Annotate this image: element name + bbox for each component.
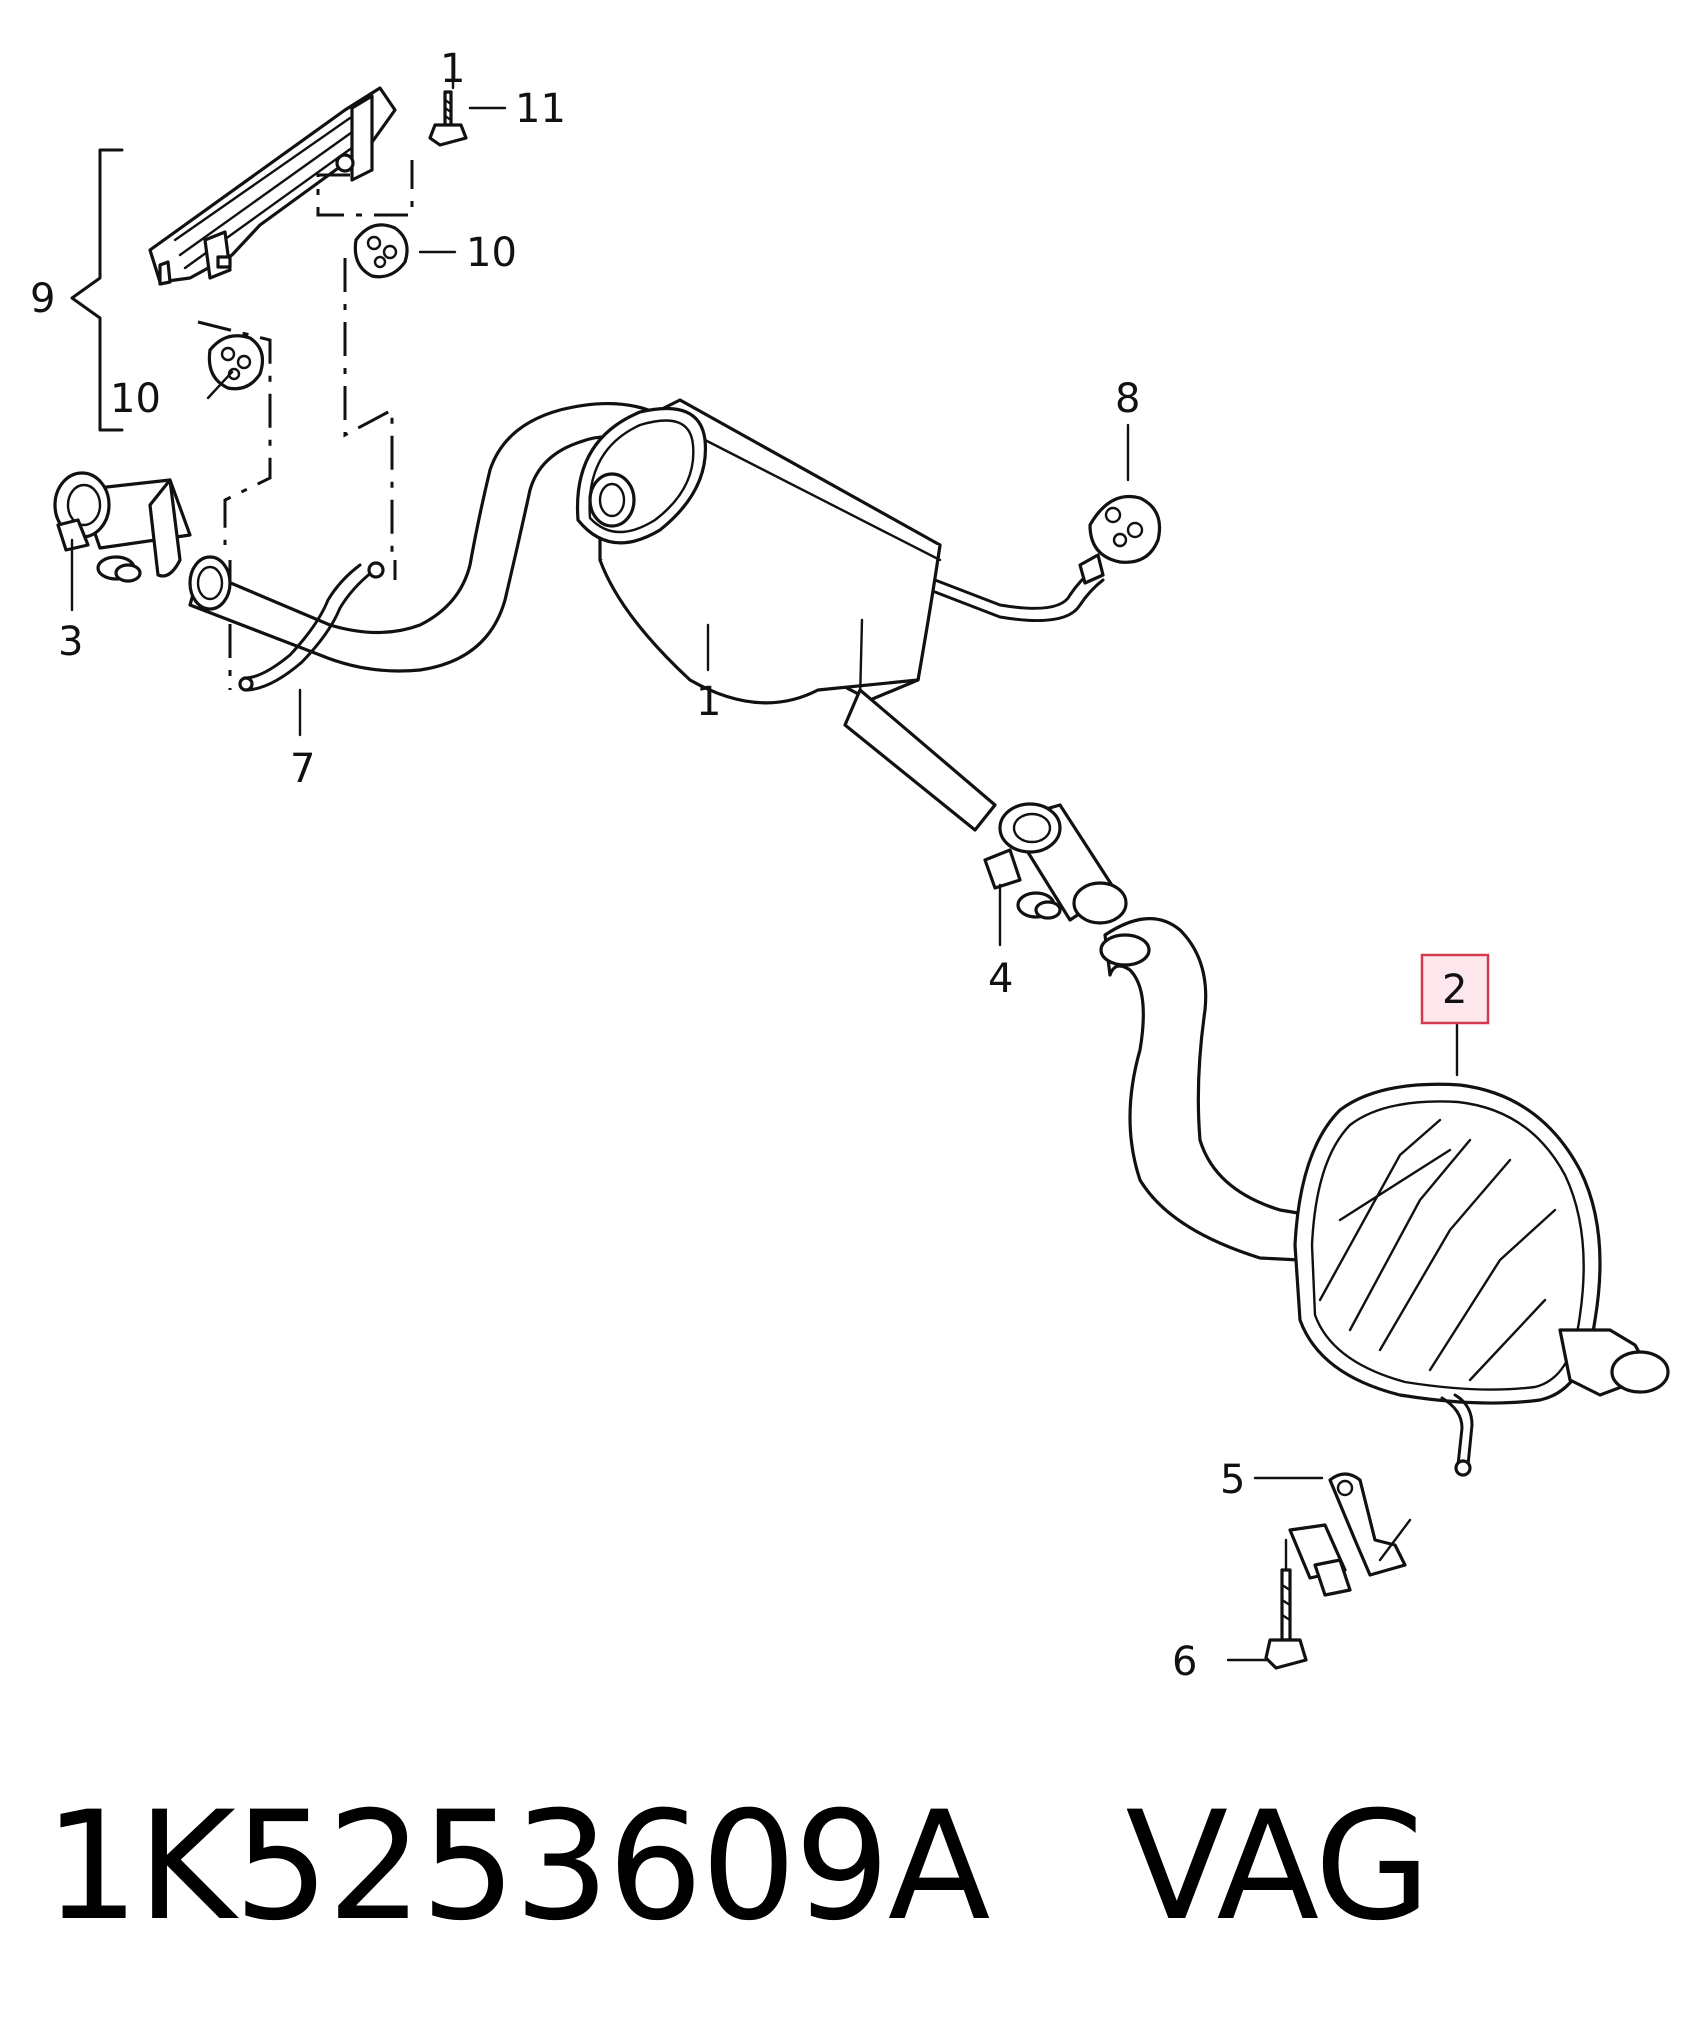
mounting-bracket-5 bbox=[1288, 1472, 1412, 1597]
callout-6: 6 bbox=[1172, 1639, 1197, 1685]
rear-muffler-2 bbox=[1099, 917, 1670, 1477]
callout-11: 11 bbox=[515, 86, 566, 132]
callout-9: 9 bbox=[30, 276, 55, 322]
pipe-clamp-3 bbox=[53, 471, 192, 583]
bracket-assembly bbox=[148, 86, 397, 286]
callout-7: 7 bbox=[290, 746, 315, 792]
callout-5: 5 bbox=[1220, 1457, 1245, 1503]
callout-1-muffler: 1 bbox=[696, 679, 721, 725]
callout-8: 8 bbox=[1115, 376, 1140, 422]
callout-2: 2 bbox=[1442, 967, 1467, 1013]
callout-10-right: 10 bbox=[466, 230, 517, 276]
rubber-hanger-10-left bbox=[207, 334, 264, 391]
bolt-11 bbox=[428, 90, 468, 147]
callout-4: 4 bbox=[988, 956, 1013, 1002]
leader-lines bbox=[70, 58, 1459, 1662]
rubber-hanger-10-right bbox=[353, 223, 409, 279]
pipe-clamp-4 bbox=[983, 802, 1128, 925]
bolt-6 bbox=[1264, 1568, 1308, 1670]
callout-3: 3 bbox=[58, 619, 83, 665]
part-number-label: 1K5253609A VAG bbox=[44, 1780, 1431, 1954]
callout-1-top: 1 bbox=[440, 46, 465, 92]
callout-9-brace bbox=[70, 148, 124, 432]
callout-2-highlight bbox=[1420, 953, 1490, 1025]
rubber-hanger-8 bbox=[1078, 494, 1162, 585]
callout-10-left: 10 bbox=[110, 376, 161, 422]
middle-muffler-1 bbox=[188, 398, 1105, 832]
